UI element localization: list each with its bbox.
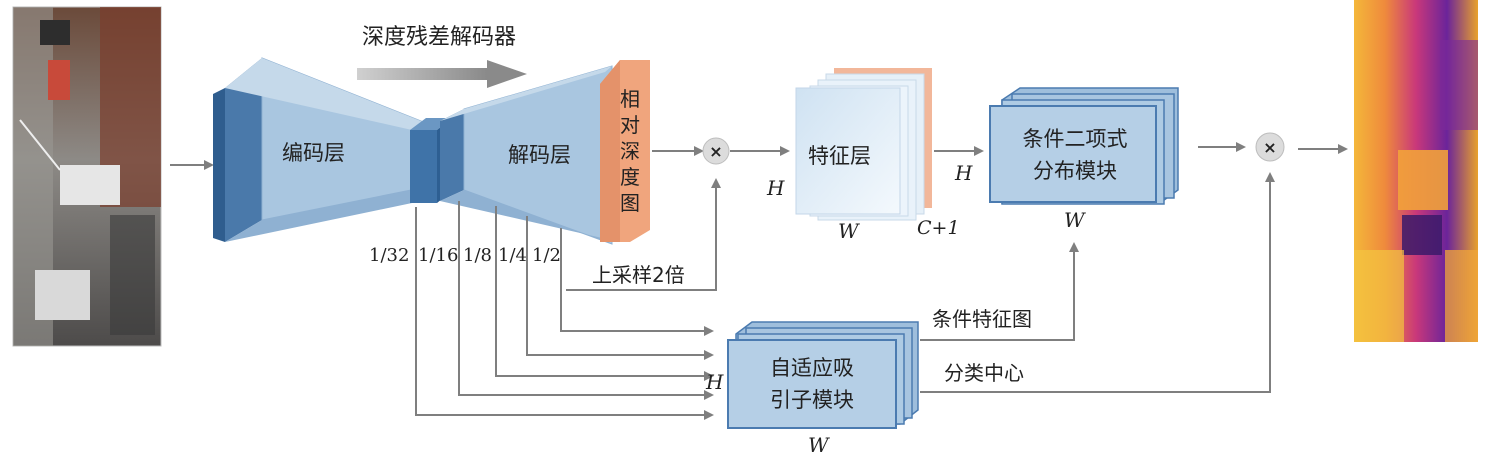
- skip-connection-1-16: [458, 201, 714, 400]
- scale-label-1-4: 1/4: [498, 245, 527, 266]
- binomial-dim-w: W: [1064, 208, 1086, 232]
- multiply-icon-1: ×: [709, 142, 722, 161]
- conditional-binomial-module: [989, 87, 1179, 205]
- encoder-block: [213, 57, 437, 242]
- decoder-title: 深度残差解码器: [362, 25, 516, 50]
- skip-connection-1-2: [560, 228, 714, 336]
- feature-dim-h: H: [766, 176, 785, 200]
- multiply-node-1: [702, 137, 730, 165]
- cond-feature-label: 条件特征图: [932, 307, 1032, 331]
- scale-label-1-8: 1/8: [463, 245, 492, 266]
- relative-depth-char-1: 相: [620, 87, 640, 111]
- skip-connection-1-8: [495, 206, 714, 381]
- skip-connection-1-32: [415, 207, 714, 420]
- arrow-cond-feature-to-binomial: [920, 242, 1079, 341]
- feature-dim-c1: C+1: [917, 217, 960, 239]
- relative-depth-char-4: 度: [620, 165, 640, 189]
- input-image: [12, 6, 162, 347]
- relative-depth-char-3: 深: [620, 139, 640, 163]
- encoder-label: 编码层: [282, 141, 345, 165]
- relative-depth-char-5: 图: [620, 191, 640, 215]
- binomial-dim-h: H: [954, 161, 973, 185]
- feature-dim-w: W: [838, 219, 860, 243]
- attractor-dim-w: W: [808, 433, 830, 456]
- scale-label-1-16: 1/16: [418, 245, 458, 266]
- binomial-label-line-2: 分布模块: [1033, 159, 1117, 183]
- class-center-label: 分类中心: [944, 361, 1024, 385]
- skip-connection-1-4: [526, 216, 714, 360]
- attractor-dim-h: H: [705, 370, 724, 394]
- attractor-label-line-2: 引子模块: [770, 388, 854, 412]
- decoder-label: 解码层: [508, 143, 571, 167]
- adaptive-attractor-module: [727, 321, 919, 429]
- scale-label-1-32: 1/32: [369, 245, 409, 266]
- multiply-node-2: [1255, 132, 1285, 162]
- relative-depth-char-2: 对: [620, 113, 640, 137]
- binomial-label-line-1: 条件二项式: [1023, 127, 1128, 151]
- upsample-label: 上采样2倍: [592, 263, 685, 287]
- decoder-direction-arrow: [357, 60, 527, 88]
- multiply-icon-2: ×: [1263, 138, 1276, 157]
- feature-layer-stack: [795, 68, 932, 221]
- relative-depth-map: [600, 60, 650, 242]
- arrow-upsample-to-mul: [566, 178, 721, 291]
- output-depth-map: [1354, 0, 1478, 342]
- arrow-class-center-to-mul: [920, 172, 1275, 393]
- attractor-label-line-1: 自适应吸: [770, 356, 854, 380]
- scale-label-1-2: 1/2: [532, 245, 561, 266]
- feature-layer-label: 特征层: [808, 144, 871, 168]
